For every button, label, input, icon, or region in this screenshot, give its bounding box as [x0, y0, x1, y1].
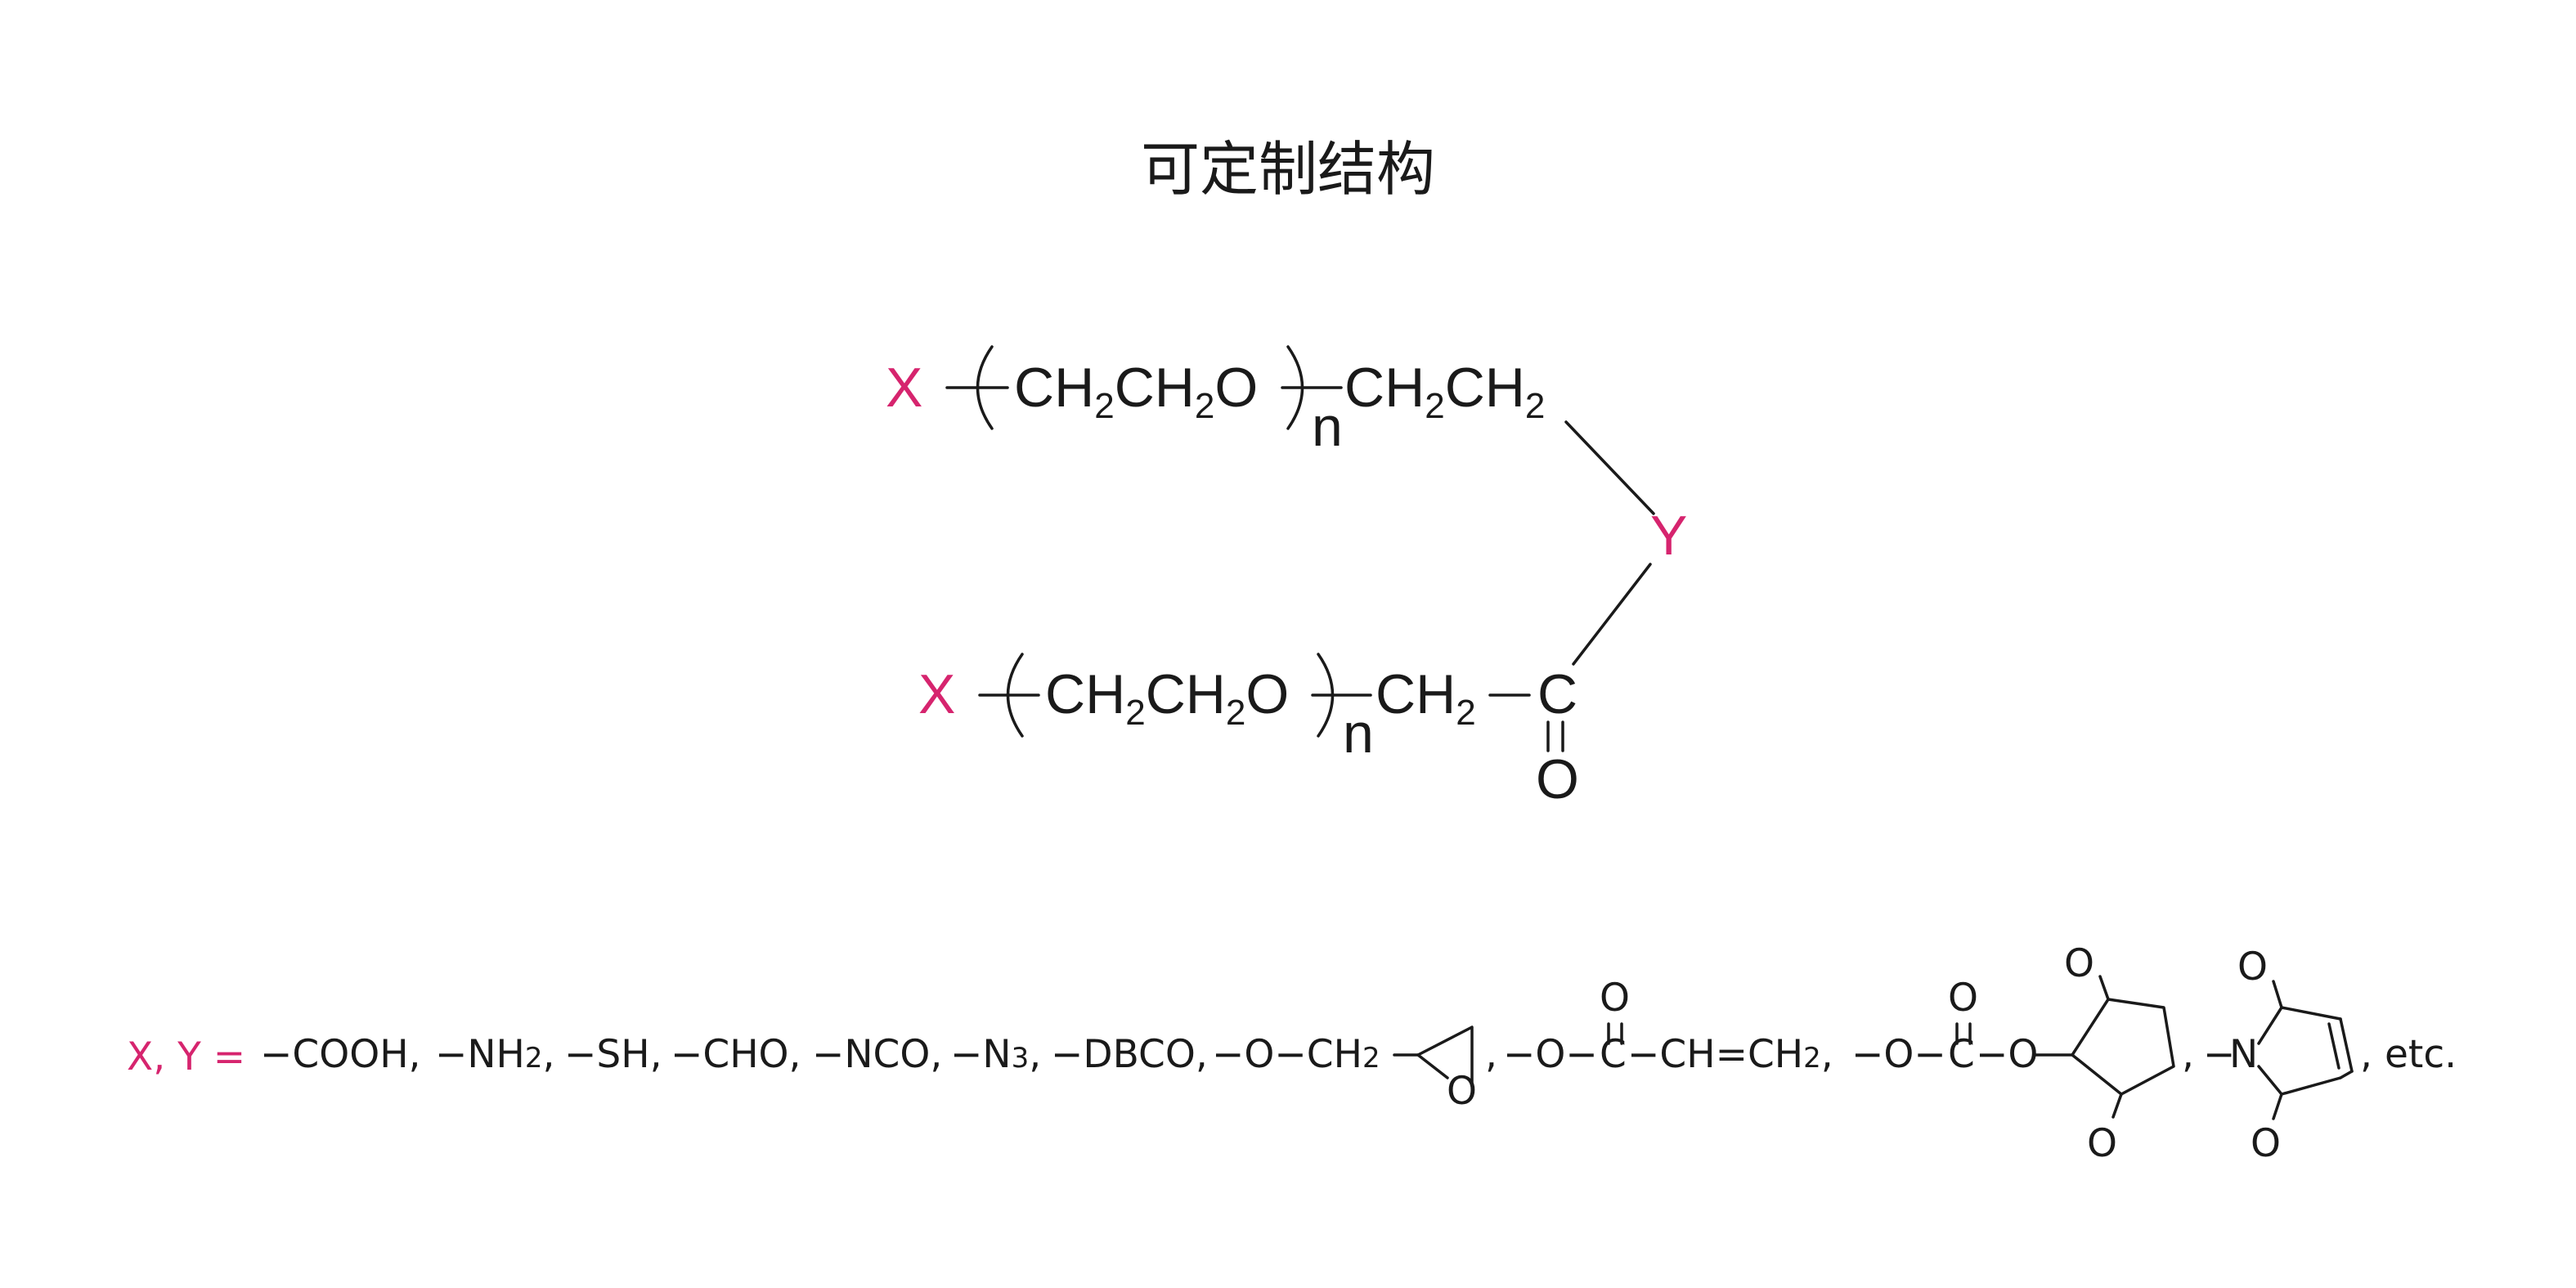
carbonyl-o: O	[1536, 748, 1579, 810]
maleimide-o-top: O	[2237, 945, 2268, 990]
lower-n-subscript: n	[1343, 702, 1374, 765]
lower-repeat-unit: CH2CH2O	[1045, 663, 1289, 733]
maleimide-o-bottom: O	[2251, 1121, 2281, 1166]
legend-comma-epoxide: ,	[1485, 1032, 1497, 1077]
legend-nco: −NCO,	[812, 1032, 942, 1077]
upper-repeat-unit: CH2CH2O	[1014, 357, 1258, 426]
legend-o-ch2: −O−CH2	[1212, 1032, 1380, 1077]
lower-x-label: X	[918, 663, 955, 725]
legend-nh2: −NH2,	[435, 1032, 554, 1077]
page-title: 可定制结构	[1141, 135, 1435, 204]
lower-open-paren	[1006, 653, 1024, 738]
epoxide-ring: O	[1393, 1025, 1477, 1114]
carbonate-o: O	[1948, 976, 1978, 1021]
upper-sub-a: 2	[1094, 386, 1114, 426]
cyclopentane-ring	[2071, 998, 2175, 1096]
legend-cooh: −COOH,	[260, 1032, 421, 1077]
ring-o-top: O	[2064, 941, 2094, 986]
substituent-legend: X, Y = −COOH, −NH2, −SH, −CHO, −NCO, −N3…	[127, 941, 2457, 1166]
upper-ch2ch2: CH2CH2	[1344, 357, 1545, 426]
y-to-carbonyl-bond	[1572, 563, 1652, 666]
carbonyl-c: C	[1537, 663, 1577, 725]
upper-peg-chain: X CH2CH2O n CH2CH2	[886, 345, 1545, 458]
svg-text:−: −	[2203, 1032, 2235, 1077]
upper-x-label: X	[886, 357, 922, 419]
upper-n-subscript: n	[1312, 396, 1343, 458]
svg-text:−O−: −O−	[1851, 1032, 1946, 1077]
legend-etc: etc.	[2385, 1032, 2457, 1077]
lower-peg-chain: X CH2CH2O n CH2 C O	[918, 653, 1579, 810]
legend-comma-nhs: ,	[2182, 1032, 2194, 1077]
svg-text:−O: −O	[1976, 1032, 2038, 1077]
legend-nhs-carbonate: −O− C O −O O O	[1851, 941, 2175, 1166]
svg-text:−O−: −O−	[1503, 1032, 1598, 1077]
linker-y-label: Y	[1650, 505, 1687, 567]
legend-cho: −CHO,	[671, 1032, 801, 1077]
svg-text:−CH=CH2,: −CH=CH2,	[1627, 1032, 1833, 1077]
legend-comma-maleimide: ,	[2360, 1032, 2372, 1077]
ring-o-bottom: O	[2087, 1121, 2117, 1166]
upper-ch2-a: CH	[1014, 357, 1094, 419]
legend-dbco: −DBCO,	[1051, 1032, 1208, 1077]
legend-maleimide: − N O O	[2203, 945, 2354, 1166]
upper-ch2-b: CH	[1115, 357, 1195, 419]
upper-o: O	[1214, 357, 1258, 419]
upper-open-paren	[976, 345, 994, 430]
epoxide-o: O	[1447, 1069, 1477, 1114]
legend-sh: −SH,	[564, 1032, 662, 1077]
legend-xy-label: X, Y =	[127, 1034, 245, 1079]
legend-n3: −N3,	[950, 1032, 1041, 1077]
upper-sub-b: 2	[1195, 386, 1214, 426]
maleimide-n: N	[2229, 1032, 2258, 1077]
upper-to-y-bond	[1564, 420, 1655, 515]
acrylate-o: O	[1600, 976, 1630, 1021]
lower-ch2: CH2	[1376, 663, 1476, 733]
legend-acrylate: −O− C O −CH=CH2,	[1503, 976, 1833, 1077]
